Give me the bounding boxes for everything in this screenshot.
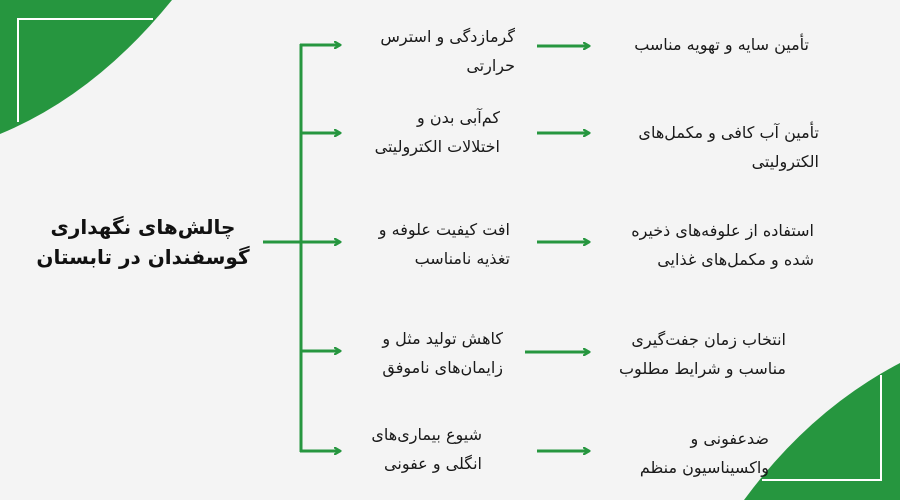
root-title-line-1: چالش‌های نگهداری	[50, 215, 236, 239]
solution-2-line-1: تأمین آب کافی و مکمل‌های	[638, 123, 819, 142]
challenge-2-line-1: کم‌آبی بدن و	[417, 108, 500, 127]
challenge-2: کم‌آبی بدن و اختلالات الکترولیتی	[375, 103, 500, 161]
challenge-2-line-2: اختلالات الکترولیتی	[374, 137, 500, 156]
challenge-5: شیوع بیماری‌های انگلی و عفونی	[371, 420, 482, 478]
solution-3-line-1: استفاده از علوفه‌های ذخیره	[631, 221, 814, 240]
solution-1-line-1: تأمین سایه و تهویه مناسب	[634, 35, 809, 54]
challenge-3: افت کیفیت علوفه و تغذیه نامناسب	[379, 215, 510, 273]
challenge-5-line-2: انگلی و عفونی	[384, 454, 482, 473]
solution-4-line-1: انتخاب زمان جفت‌گیری	[631, 330, 786, 349]
challenge-4: کاهش تولید مثل و زایمان‌های ناموفق	[382, 324, 503, 382]
root-title-line-2: گوسفندان در تابستان	[36, 245, 250, 269]
solution-4-line-2: مناسب و شرایط مطلوب	[618, 359, 786, 378]
solution-1: تأمین سایه و تهویه مناسب	[634, 30, 809, 59]
challenge-5-line-1: شیوع بیماری‌های	[371, 425, 482, 444]
corner-decoration-top-left	[0, 0, 172, 134]
solution-2-line-2: الکترولیتی	[751, 152, 819, 171]
solution-5: ضدعفونی و واکسیناسیون منظم	[640, 424, 769, 482]
solution-3: استفاده از علوفه‌های ذخیره شده و مکمل‌ها…	[631, 216, 814, 274]
solution-5-line-2: واکسیناسیون منظم	[639, 458, 769, 477]
root-title: چالش‌های نگهداری گوسفندان در تابستان	[28, 212, 258, 272]
solution-2: تأمین آب کافی و مکمل‌های الکترولیتی	[638, 118, 819, 176]
corner-decoration-bottom-right	[744, 363, 900, 500]
challenge-4-line-1: کاهش تولید مثل و	[382, 329, 503, 348]
challenge-3-line-1: افت کیفیت علوفه و	[378, 220, 510, 239]
challenge-1-line-2: حرارتی	[466, 56, 515, 75]
solution-5-line-1: ضدعفونی و	[690, 429, 770, 448]
challenge-4-line-2: زایمان‌های ناموفق	[382, 358, 503, 377]
tree-connectors	[263, 44, 589, 452]
solution-3-line-2: شده و مکمل‌های غذایی	[657, 250, 814, 269]
solution-4: انتخاب زمان جفت‌گیری مناسب و شرایط مطلوب	[619, 325, 786, 383]
challenge-1: گرمازدگی و استرس حرارتی	[380, 22, 515, 80]
challenge-3-line-2: تغذیه نامناسب	[414, 249, 510, 268]
challenge-1-line-1: گرمازدگی و استرس	[380, 27, 515, 46]
